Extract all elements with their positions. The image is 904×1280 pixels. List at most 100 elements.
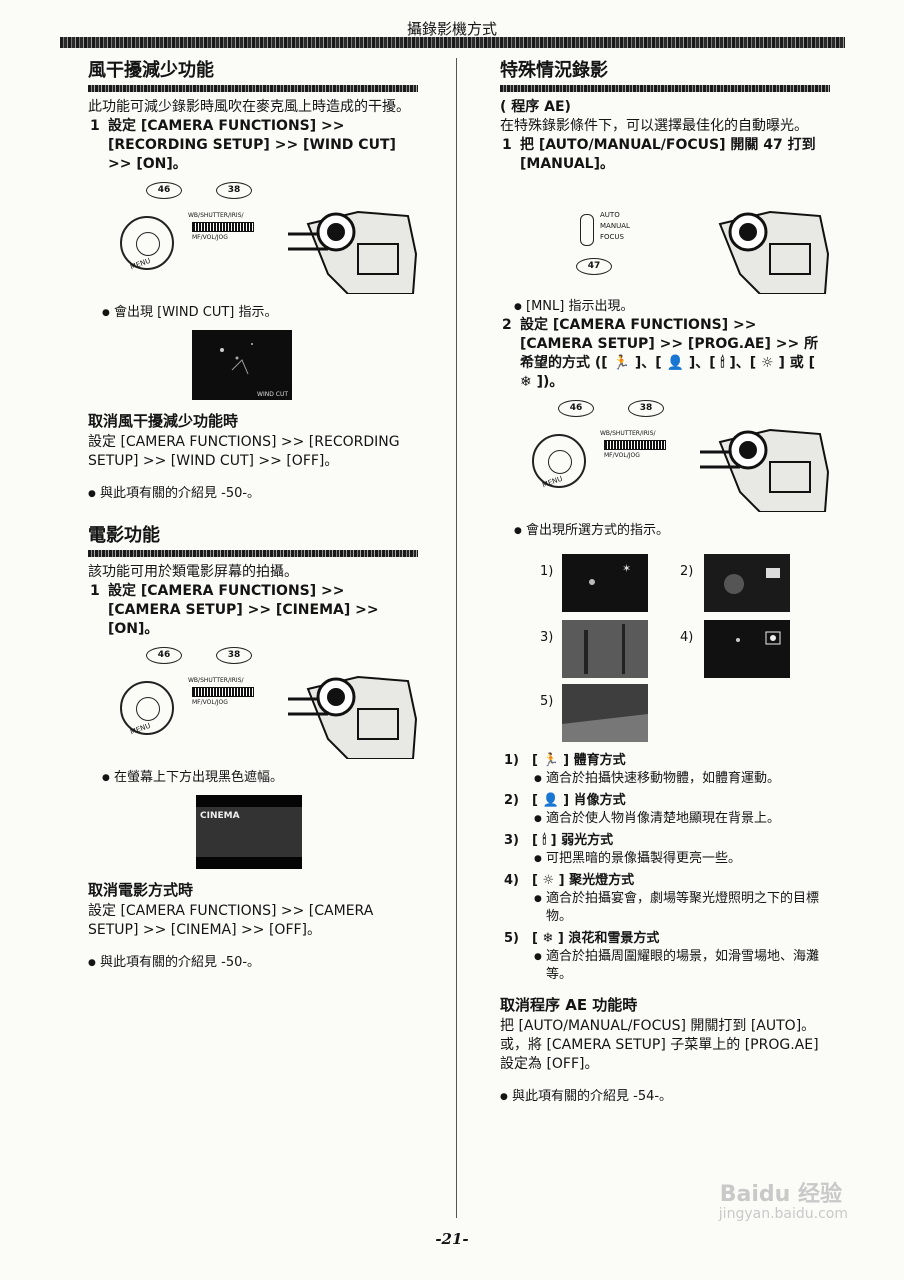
mode-name: [ ☼ ] 聚光燈方式: [532, 873, 635, 888]
wind-cut-section: 風干擾減少功能 此功能可減少錄影時風吹在麥克風上時造成的干擾。 1 設定 [CAM…: [88, 56, 418, 503]
step-number: 2: [502, 317, 512, 333]
switch-label: AUTO: [600, 211, 620, 219]
screen-content-icon: [220, 343, 253, 375]
spotlight-scene-image: [704, 620, 790, 678]
section-intro: 在特殊錄影條件下，可以選擇最佳化的自動曝光。: [500, 118, 808, 134]
mode-item: 3) [ 🕯 ] 弱光方式: [500, 832, 830, 850]
camcorder-icon: [700, 428, 830, 512]
mf-label: MF/VOL/JOG: [192, 699, 228, 706]
jog-bar-icon: [192, 222, 254, 232]
step-1: 1 設定 [CAMERA FUNCTIONS] >> [CAMERA SETUP]…: [88, 582, 418, 639]
section-title: 特殊情況錄影: [500, 60, 608, 81]
indicator-note: 在螢幕上下方出現黑色遮幅。: [88, 769, 418, 787]
camera-diagram: 46 38 MENU WB/SHUTTER/IRIS/ MF/VOL/JOG: [500, 398, 830, 514]
mode-item: 2) [ 👤 ] 肖像方式: [500, 792, 830, 810]
mode-item: 1)[ 🏃 ] 體育方式: [500, 752, 830, 770]
letterbox-bar: [196, 857, 302, 869]
left-column: 風干擾減少功能 此功能可減少錄影時風吹在麥克風上時造成的干擾。 1 設定 [CAM…: [88, 56, 418, 972]
mode-list: 1)[ 🏃 ] 體育方式 適合於拍攝快速移動物體，如體育運動。 2) [ 👤 ] …: [500, 752, 830, 984]
cancel-title: 取消電影方式時: [88, 881, 194, 899]
mode-number: 4): [504, 873, 519, 888]
step-number: 1: [502, 137, 512, 153]
mode-description: 適合於拍攝宴會，劇場等聚光燈照明之下的目標物。: [500, 890, 830, 926]
cinema-screen-image: CINEMA: [196, 795, 302, 869]
indicator-note: [MNL] 指示出現。: [500, 298, 830, 316]
low-light-scene-image: [562, 620, 648, 678]
mode-item: 4) [ ☼ ] 聚光燈方式: [500, 872, 830, 890]
page-number: -21-: [435, 1230, 469, 1248]
surf-snow-scene-image: [562, 684, 648, 742]
watermark-logo: Baidu 经验: [719, 1182, 842, 1207]
ref-badge: 46: [146, 182, 182, 199]
indicator-note: 會出現所選方式的指示。: [500, 522, 830, 540]
low-light-mode-icon: [584, 624, 625, 674]
column-divider: [456, 58, 457, 1218]
thumb-caption: CINEMA: [200, 811, 240, 821]
cancel-title: 取消風干擾減少功能時: [88, 412, 239, 430]
spotlight-mode-icon: [736, 631, 781, 645]
scene-examples: 1) ✶ 2) 3) 4) 5): [500, 546, 830, 746]
step-text: 設定 [CAMERA FUNCTIONS] >> [CAMERA SETUP] …: [108, 583, 379, 637]
switch-label: FOCUS: [600, 233, 624, 241]
indicator-note: 會出現 [WIND CUT] 指示。: [88, 304, 418, 322]
menu-dial-icon: [120, 681, 174, 735]
portrait-mode-icon: [724, 568, 780, 594]
sports-scene-image: ✶: [562, 554, 648, 612]
cancel-text: 把 [AUTO/MANUAL/FOCUS] 開關打到 [AUTO]。或，將 [C…: [500, 1018, 819, 1072]
wb-label: WB/SHUTTER/IRIS/: [188, 212, 244, 219]
watermark-url: jingyan.baidu.com: [718, 1206, 848, 1222]
switch-icon: [580, 214, 594, 246]
section-rule: [88, 85, 418, 92]
mode-description: 適合於拍攝快速移動物體，如體育運動。: [500, 770, 830, 788]
cancel-text: 設定 [CAMERA FUNCTIONS] >> [RECORDING SETU…: [88, 434, 400, 469]
section-title: 電影功能: [88, 525, 160, 546]
camera-diagram: 46 38 MENU WB/SHUTTER/IRIS/ MF/VOL/JOG: [88, 180, 418, 296]
menu-dial-icon: [120, 216, 174, 270]
step-number: 1: [90, 583, 100, 599]
wind-cut-screen-image: WIND CUT: [192, 330, 292, 400]
section-subtitle: ( 程序 AE): [500, 99, 571, 115]
scene-label: 5): [540, 694, 554, 709]
mode-name: [ ❄ ] 浪花和雪景方式: [532, 931, 660, 946]
scene-label: 1): [540, 564, 554, 579]
step-text: 設定 [CAMERA FUNCTIONS] >> [RECORDING SETU…: [108, 118, 396, 172]
section-intro: 此功能可減少錄影時風吹在麥克風上時造成的干擾。: [88, 99, 410, 115]
page-reference: 與此項有關的介紹見 -54-。: [500, 1088, 830, 1106]
camcorder-icon: [288, 210, 418, 294]
cancel-text: 設定 [CAMERA FUNCTIONS] >> [CAMERA SETUP] …: [88, 903, 374, 938]
mode-number: 2): [504, 793, 519, 808]
switch-labels: AUTO MANUAL FOCUS: [600, 210, 630, 243]
mode-description: 適合於使人物肖像清楚地顯現在背景上。: [500, 810, 830, 828]
camcorder-icon: [718, 210, 830, 294]
mode-name: [ 👤 ] 肖像方式: [532, 793, 626, 808]
ref-badge: 46: [558, 400, 594, 417]
page-reference: 與此項有關的介紹見 -50-。: [88, 485, 418, 503]
cinema-section: 電影功能 該功能可用於類電影屏幕的拍攝。 1 設定 [CAMERA FUNCTIO…: [88, 521, 418, 972]
mf-label: MF/VOL/JOG: [192, 234, 228, 241]
step-number: 1: [90, 118, 100, 134]
step-text: 設定 [CAMERA FUNCTIONS] >> [CAMERA SETUP] …: [520, 317, 819, 390]
ref-badge: 46: [146, 647, 182, 664]
section-intro: 該功能可用於類電影屏幕的拍攝。: [88, 564, 298, 580]
mode-item: 5) [ ❄ ] 浪花和雪景方式: [500, 930, 830, 948]
mf-label: MF/VOL/JOG: [604, 452, 640, 459]
section-title: 風干擾減少功能: [88, 60, 214, 81]
jog-bar-icon: [192, 687, 254, 697]
page-header-title: 攝錄影機方式: [406, 20, 497, 38]
mode-number: 5): [504, 931, 519, 946]
ref-badge: 38: [628, 400, 664, 417]
mode-name: [ 🕯 ] 弱光方式: [532, 833, 614, 848]
portrait-scene-image: [704, 554, 790, 612]
menu-dial-icon: [532, 434, 586, 488]
cancel-title: 取消程序 AE 功能時: [500, 996, 638, 1014]
sports-mode-icon: ✶: [589, 562, 631, 585]
surf-snow-mode-icon: [562, 714, 648, 742]
wb-label: WB/SHUTTER/IRIS/: [188, 677, 244, 684]
mode-number: 3): [504, 833, 519, 848]
right-column: 特殊情況錄影 ( 程序 AE) 在特殊錄影條件下，可以選擇最佳化的自動曝光。 1…: [500, 56, 830, 1106]
ref-badge: 38: [216, 182, 252, 199]
scene-label: 3): [540, 630, 554, 645]
mode-number: 1): [504, 753, 519, 768]
scene-label: 2): [680, 564, 694, 579]
